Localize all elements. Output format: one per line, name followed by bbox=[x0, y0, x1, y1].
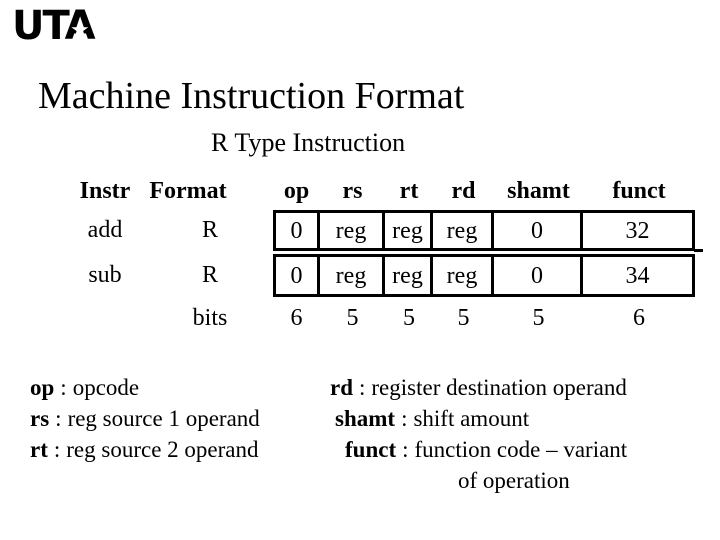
cell-op: 0 bbox=[276, 257, 320, 294]
field-header-row: op rs rt rd shamt funct bbox=[273, 178, 695, 205]
col-header-shamt: shamt bbox=[507, 178, 570, 204]
cell-shamt: 0 bbox=[494, 213, 583, 248]
bits-op: 6 bbox=[290, 305, 303, 331]
legend-desc: register destination operand bbox=[371, 375, 627, 400]
cell-rt: reg bbox=[385, 257, 433, 294]
cell-rt: reg bbox=[385, 213, 433, 248]
star-icon: ★ bbox=[70, 17, 90, 42]
bits-label: bits bbox=[192, 305, 228, 331]
legend-right-column: rd:register destination operand shamt:sh… bbox=[330, 372, 627, 496]
bits-funct: 6 bbox=[633, 305, 645, 331]
bits-shamt: 5 bbox=[532, 305, 545, 331]
page-title: Machine Instruction Format bbox=[38, 75, 465, 117]
bits-rd: 5 bbox=[457, 305, 470, 331]
legend-separator: : bbox=[401, 406, 408, 431]
bits-rs: 5 bbox=[346, 305, 359, 331]
legend-separator: : bbox=[402, 437, 409, 462]
table-row: 0 reg reg reg 0 32 bbox=[273, 210, 695, 251]
format-add: R bbox=[201, 217, 218, 243]
cell-funct: 34 bbox=[625, 263, 650, 289]
legend-item-funct-continuation: of operation bbox=[458, 468, 570, 493]
legend-term: funct bbox=[345, 437, 397, 462]
cell-rd: reg bbox=[433, 213, 494, 248]
cell-funct: 32 bbox=[625, 218, 650, 244]
legend-separator: : bbox=[359, 375, 366, 400]
legend-item-op: op:opcode bbox=[30, 372, 260, 403]
legend-term: rs bbox=[30, 406, 50, 431]
legend-item-funct: funct:function code – variant bbox=[330, 434, 627, 465]
instr-name-add: add bbox=[87, 217, 123, 243]
instr-name-sub: sub bbox=[88, 262, 122, 288]
bits-row: 6 5 5 5 5 6 bbox=[273, 303, 695, 333]
uta-logo: UTA ★ bbox=[12, 4, 112, 52]
legend-desc: opcode bbox=[72, 375, 140, 400]
legend-item-rs: rs:reg source 1 operand bbox=[30, 403, 260, 434]
legend-item-shamt: shamt:shift amount bbox=[330, 403, 627, 434]
legend-separator: : bbox=[60, 375, 67, 400]
slide-subtitle: R Type Instruction bbox=[211, 128, 406, 157]
cell-rs: reg bbox=[320, 213, 385, 248]
legend-term: rd bbox=[330, 375, 353, 400]
col-header-op: op bbox=[283, 178, 310, 204]
legend-desc: shift amount bbox=[413, 406, 530, 431]
cell-rs: reg bbox=[320, 257, 385, 294]
legend-desc: function code – variant bbox=[414, 437, 628, 462]
legend-item-rt: rt:reg source 2 operand bbox=[30, 434, 260, 465]
legend-desc: reg source 1 operand bbox=[67, 406, 260, 431]
col-header-rt: rt bbox=[399, 178, 419, 204]
legend-separator: : bbox=[53, 437, 61, 462]
col-header-instr: Instr bbox=[79, 178, 131, 204]
legend-term: shamt bbox=[335, 406, 396, 431]
cell-op: 0 bbox=[276, 213, 320, 248]
col-header-rd: rd bbox=[451, 178, 476, 204]
legend-term: rt bbox=[30, 437, 48, 462]
col-header-rs: rs bbox=[342, 178, 363, 204]
uta-logo-text: UTA bbox=[12, 3, 96, 49]
format-sub: R bbox=[201, 262, 218, 288]
col-header-funct: funct bbox=[612, 178, 666, 204]
cell-rd: reg bbox=[433, 257, 494, 294]
legend-term: op bbox=[30, 375, 55, 400]
legend-left-column: op:opcode rs:reg source 1 operand rt:reg… bbox=[30, 372, 260, 465]
cell-shamt: 0 bbox=[494, 257, 583, 294]
legend-separator: : bbox=[55, 406, 62, 431]
col-header-format: Format bbox=[149, 178, 227, 204]
legend-item-rd: rd:register destination operand bbox=[330, 372, 627, 403]
table-row: 0 reg reg reg 0 34 bbox=[273, 254, 695, 297]
table-edge-tick bbox=[694, 249, 703, 252]
legend-desc: reg source 2 operand bbox=[66, 437, 259, 462]
bits-rt: 5 bbox=[403, 305, 415, 331]
